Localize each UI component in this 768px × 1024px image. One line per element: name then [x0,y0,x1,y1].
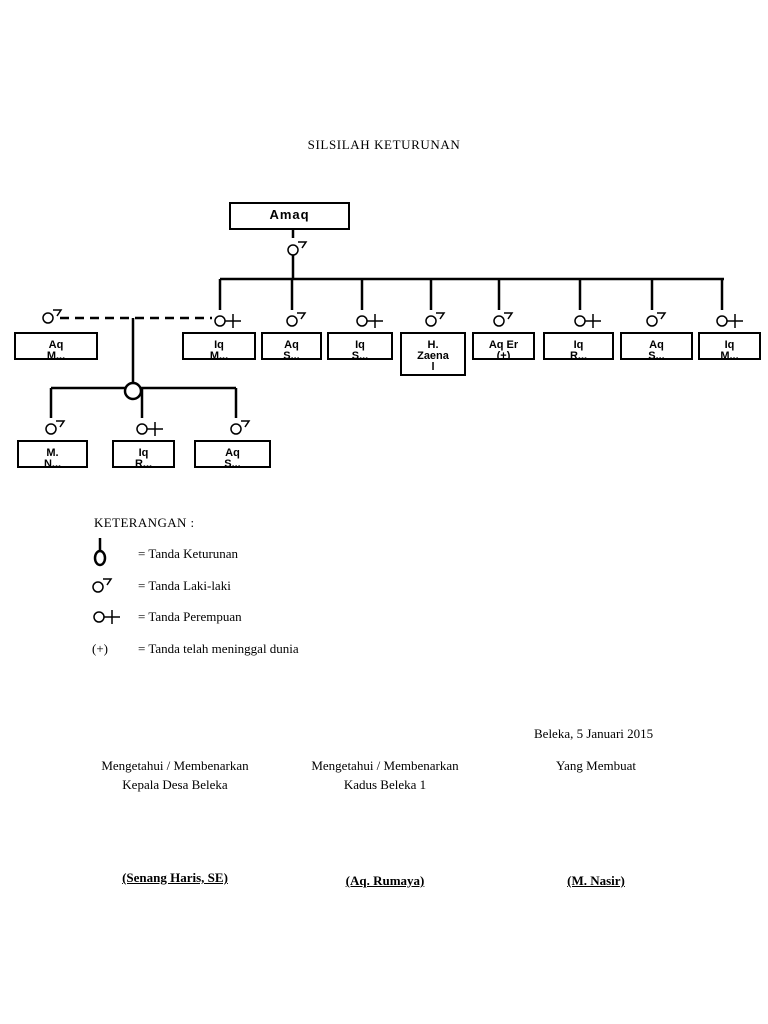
legend-text-descent: = Tanda Keturunan [138,546,239,561]
person-name-line: Iq [214,339,224,351]
male-icon [45,423,57,435]
person-name-line: Zaena [417,350,449,362]
root-person-box: Amaq [229,202,350,230]
male-icon-arrow [241,420,251,428]
person-name-line: H. [427,339,439,351]
female-icon [716,315,728,327]
legend-heading: KETERANGAN : [94,515,195,530]
signature-name-maker: (M. Nasir) [567,873,625,888]
male-icon-arrow [53,309,63,317]
person-name-line: Amaq [269,207,310,222]
place-date: Beleka, 5 Januari 2015 [534,726,654,741]
legend-text-male: = Tanda Laki-laki [138,578,231,593]
descent-node-icon [123,381,143,401]
person-name-line: Aq [48,339,64,351]
person-name-line: M... [209,350,229,360]
male-icon [286,315,298,327]
male-icon [646,315,658,327]
male-icon [493,315,505,327]
male-icon [92,581,104,593]
signature-title-line: Kadus Beleka 1 [343,777,427,792]
person-name-line: Aq [284,339,299,351]
male-icon [425,315,437,327]
male-icon [230,423,242,435]
male-icon-arrow [298,241,308,249]
signature-name-village-head: (Senang Haris, SE) [122,870,228,885]
person-name-line: N... [43,458,62,468]
signature-block-maker: Yang Membuat [496,756,696,775]
female-icon [214,315,226,327]
person-name-line: (+) [496,350,511,360]
female-icon [574,315,586,327]
person-name-line: S... [283,350,300,360]
person-name-line: S... [224,458,241,468]
signature-role-line: Mengetahui / Membenarkan [311,758,459,773]
person-name-line: S... [648,350,665,360]
legend-text-female: = Tanda Perempuan [138,609,242,624]
person-name-line: M... [46,350,66,360]
person-name-line: M... [720,350,739,360]
male-icon-arrow [103,578,113,586]
person-name-line: R... [569,350,588,360]
male-icon [42,312,54,324]
person-name-line: l [431,361,435,373]
person-name-line: Iq [573,339,584,351]
male-icon-arrow [504,312,514,320]
person-name-line: Aq Er [488,339,519,351]
female-icon [356,315,368,327]
person-name-line: Aq [649,339,664,351]
person-name-line: R... [134,458,153,468]
grandchild-person-box: M.N... [17,440,88,468]
signature-title-line: Kepala Desa Beleka [122,777,228,792]
signature-role-line: Yang Membuat [556,758,636,773]
male-icon-arrow [56,420,66,428]
page-title: SILSILAH KETURUNAN [307,137,461,152]
signature-block-village-head: Mengetahui / Membenarkan Kepala Desa Bel… [75,756,275,794]
male-icon-arrow [297,312,307,320]
legend-descent-icon [93,549,107,567]
person-name-line: S... [351,350,369,360]
signature-name-hamlet-head: (Aq. Rumaya) [345,873,425,888]
legend-text-deceased: = Tanda telah meninggal dunia [138,641,299,656]
male-icon-arrow [657,312,667,320]
person-name-line: Aq [225,447,240,459]
male-icon-arrow [436,312,446,320]
signature-role-line: Mengetahui / Membenarkan [101,758,249,773]
legend-deceased-symbol: (+) [92,641,108,656]
female-icon [93,611,105,623]
person-name-line: Iq [355,339,365,351]
signature-block-hamlet-head: Mengetahui / Membenarkan Kadus Beleka 1 [285,756,485,794]
person-name-line: Iq [724,339,735,351]
male-icon [287,244,299,256]
female-icon [136,423,148,435]
child-person-box: Aq Er(+) [472,332,535,360]
person-name-line: M. [46,447,59,459]
person-name-line: Iq [138,447,149,459]
